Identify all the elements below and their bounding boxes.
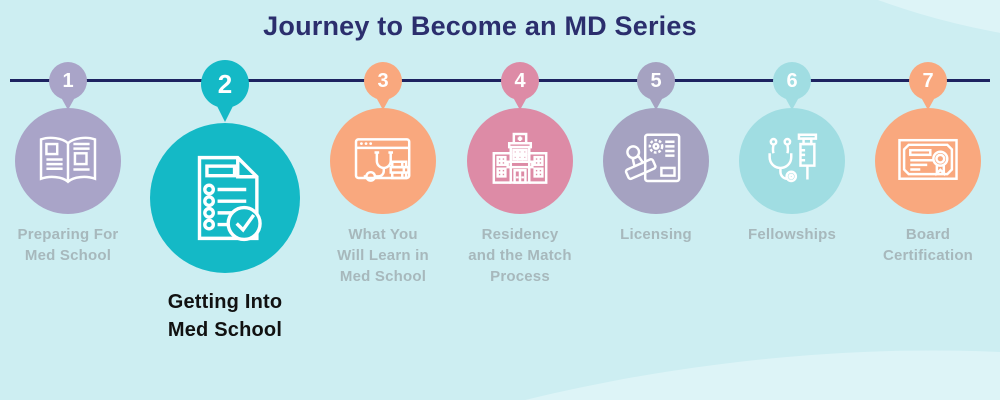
step-label: Residency and the Match Process [468,226,572,285]
step-number: 4 [514,69,526,92]
open-book-icon [39,136,97,184]
step-marker: 3 [364,62,402,100]
certificate-ribbon-icon [898,138,958,180]
checklist-document-icon [197,155,262,242]
step-circle [150,123,300,273]
step-number: 7 [922,69,934,92]
hospital-icon [492,132,548,184]
step-marker: 2 [201,60,249,108]
step-number: 2 [217,68,233,99]
step-label: Board Certification [882,226,974,264]
step-number: 3 [377,69,389,92]
step-circle [603,108,709,214]
step-label: Preparing For Med School [17,226,119,264]
step-circle [739,108,845,214]
step-marker: 7 [909,62,947,100]
timeline-line [10,79,990,82]
step-marker: 5 [637,62,675,100]
step-marker: 4 [501,62,539,100]
step-marker: 1 [49,62,87,100]
step-circle [467,108,573,214]
page-title: Journey to Become an MD Series [263,11,697,41]
step-label: What You Will Learn in Med School [337,226,429,285]
stethoscope-syringe-icon [768,133,818,183]
step-circle [875,108,981,214]
online-learning-icon [354,138,411,182]
step-label: Fellowships [747,226,837,243]
step-number: 6 [786,69,798,92]
step-number: 1 [62,69,74,92]
step-circle [330,108,436,214]
step-label: Licensing [620,226,692,243]
step-number: 5 [650,69,662,92]
step-marker: 6 [773,62,811,100]
step-label: Getting Into Med School [167,291,283,341]
license-stamp-icon [624,133,681,183]
step-circle [15,108,121,214]
